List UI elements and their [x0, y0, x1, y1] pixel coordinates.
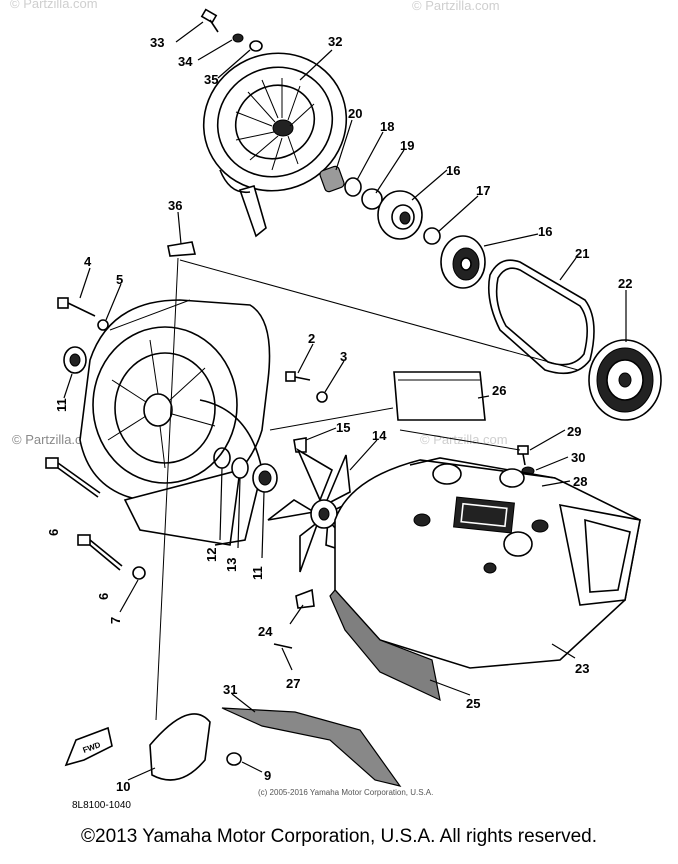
v-belt-21 [487, 259, 595, 375]
bolt-2 [285, 371, 311, 382]
callout-5: 5 [116, 272, 123, 287]
screw-27 [273, 643, 293, 649]
callout-33: 33 [150, 35, 164, 50]
callout-15: 15 [336, 420, 350, 435]
washer-7 [132, 566, 146, 580]
callout-34: 34 [178, 54, 193, 69]
callout-10: 10 [116, 779, 130, 794]
shroud-23 [334, 457, 641, 669]
exploded-view-svg: © Partzilla.com © Partzilla.com © Partzi… [10, 0, 662, 811]
bolt-6-lower [77, 534, 123, 571]
washer-5 [97, 319, 109, 331]
callout-29: 29 [567, 424, 581, 439]
footer-copyright: ©2013 Yamaha Motor Corporation, U.S.A. A… [81, 826, 597, 847]
washer-18 [344, 177, 362, 197]
oil-seal-11-center [258, 470, 272, 486]
spring-19 [361, 188, 383, 210]
washer-34 [232, 33, 244, 43]
fwd-arrow-icon: FWD [64, 726, 113, 767]
clip-24 [295, 588, 315, 609]
callout-18: 18 [380, 119, 394, 134]
callout-11b: 11 [250, 566, 265, 580]
callout-13: 13 [224, 558, 239, 572]
bolt-4 [57, 297, 96, 317]
callout-19: 19 [400, 138, 414, 153]
callout-6b: 6 [96, 593, 111, 600]
lower-shroud-25 [329, 589, 441, 702]
bolt-6-upper [45, 457, 101, 498]
callout-16a: 16 [446, 163, 460, 178]
screw-33 [200, 8, 219, 33]
callout-35: 35 [204, 72, 218, 87]
callout-6a: 6 [46, 529, 61, 536]
screw-29 [517, 445, 529, 466]
callout-27: 27 [286, 676, 300, 691]
oil-seal-1-left-center [69, 353, 81, 367]
collar-20 [319, 165, 345, 193]
callout-12: 12 [204, 548, 219, 562]
clip-15 [293, 437, 307, 453]
callout-23: 23 [575, 661, 589, 676]
sheave-plate-16 [377, 190, 423, 240]
cover-10 [149, 713, 211, 781]
starter-housing [202, 52, 348, 238]
watermark-mid-right: © Partzilla.com [420, 432, 508, 447]
filter-pad-26 [393, 371, 486, 421]
callout-28: 28 [573, 474, 587, 489]
callout-14: 14 [372, 428, 387, 443]
drive-sheave-16 [440, 235, 486, 289]
diagram-code: 8L8100-1040 [72, 800, 131, 811]
callout-24: 24 [258, 624, 273, 639]
callout-labels: 33 34 35 32 20 18 19 16 17 16 21 22 36 4… [46, 34, 632, 794]
callout-26: 26 [492, 383, 506, 398]
callout-3: 3 [340, 349, 347, 364]
leader-lines [63, 21, 627, 781]
watermark-mid-left: © Partzilla.com [12, 432, 100, 447]
callout-11a: 11 [54, 398, 69, 412]
callout-9: 9 [264, 768, 271, 783]
plate-36 [167, 241, 197, 257]
callout-17: 17 [476, 183, 490, 198]
callout-22: 22 [618, 276, 632, 291]
washer-3 [316, 391, 328, 403]
guard-31 [221, 707, 402, 787]
callout-7: 7 [108, 617, 123, 624]
callout-32: 32 [328, 34, 342, 49]
nut-35 [249, 40, 263, 52]
nut-9 [226, 752, 242, 766]
callout-2: 2 [308, 331, 315, 346]
callout-30: 30 [571, 450, 585, 465]
inner-copyright: (c) 2005-2016 Yamaha Motor Corporation, … [258, 788, 433, 797]
callout-4: 4 [84, 254, 92, 269]
callout-16b: 16 [538, 224, 552, 239]
assembly-lines [109, 257, 579, 721]
callout-21: 21 [575, 246, 589, 261]
watermark-top-right: © Partzilla.com [412, 0, 500, 13]
washer-13 [231, 457, 249, 479]
callout-36: 36 [168, 198, 182, 213]
watermark-top-left: © Partzilla.com [10, 0, 98, 11]
ring-17 [423, 227, 441, 245]
callout-31: 31 [223, 682, 237, 697]
pulley-22 [588, 339, 662, 421]
fan-housing [79, 299, 271, 546]
callout-25: 25 [466, 696, 480, 711]
callout-20: 20 [348, 106, 362, 121]
